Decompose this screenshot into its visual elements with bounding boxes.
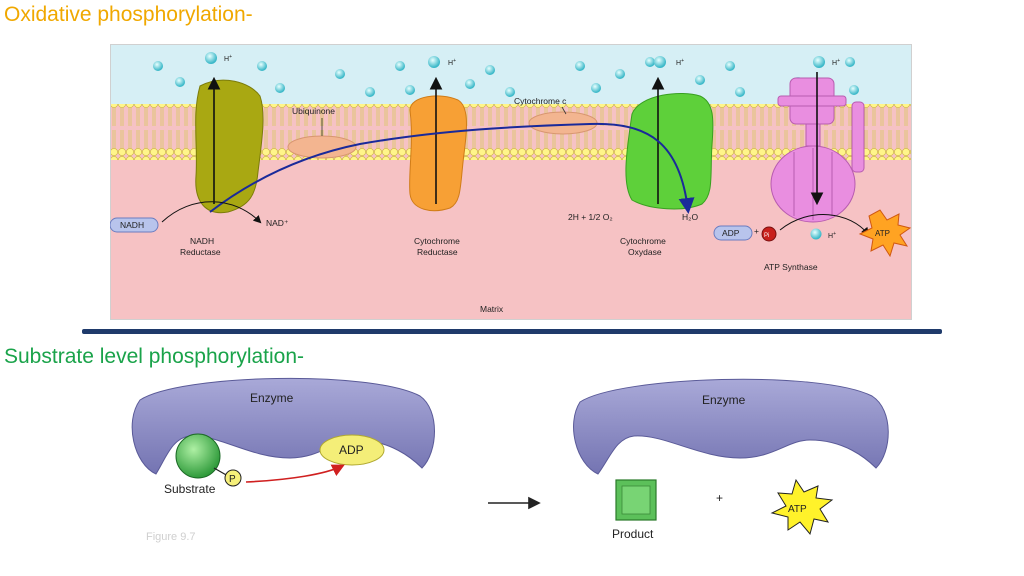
substrate-molecule (175, 433, 221, 479)
nadh-reductase-complex (195, 79, 264, 214)
oxidative-phosphorylation-diagram: H+ Ubiquinone H+ Cytochrome c H+ H+ NADH… (110, 44, 912, 320)
phosphate-symbol: Pi (764, 233, 769, 239)
water-reaction-label: 2H + 1/2 O₂ (568, 212, 613, 222)
cytochrome-oxydase-label-line1: Cytochrome (620, 236, 666, 246)
substrate-label: Substrate (164, 482, 216, 496)
phosphate-ion (761, 226, 777, 242)
proton-ions (153, 57, 859, 97)
adp-molecule-substrate (319, 434, 385, 466)
enzyme-right (573, 378, 889, 475)
substrate-level-diagram: Enzyme P Substrate ADP Figure 9.7 Enzyme… (131, 377, 889, 543)
substrate-level-phosphorylation-heading: Substrate level phosphorylation- (4, 345, 305, 368)
oxidative-phosphorylation-heading: Oxidative phosphorylation- (4, 3, 253, 26)
figure-caption: Figure 9.7 (146, 531, 196, 543)
plus-sign: + (716, 491, 723, 505)
atp-starburst-substrate (770, 478, 834, 536)
nadh-molecule (110, 217, 159, 233)
adp-label-oxidative: ADP (722, 228, 740, 238)
electron-transport-path (209, 122, 695, 214)
matrix-label: Matrix (480, 304, 504, 314)
adp-label-substrate: ADP (339, 443, 364, 457)
adp-plus-sign: + (754, 226, 759, 236)
nadh-reductase-label-line2: Reductase (180, 247, 221, 257)
proton-label-5: H+ (828, 231, 836, 240)
enzyme-left-label: Enzyme (250, 391, 294, 405)
section-divider (82, 329, 942, 334)
ubiquinone-label: Ubiquinone (292, 106, 335, 116)
water-label: H₂O (682, 212, 698, 222)
nad-plus-label: NAD⁺ (266, 218, 289, 228)
cytochrome-reductase-complex (409, 95, 467, 212)
cytochrome-reductase-label-line2: Reductase (417, 247, 458, 257)
atp-synthase-complex (770, 77, 865, 223)
phosphate-group (224, 469, 242, 487)
atp-synthase-label: ATP Synthase (764, 262, 818, 272)
product-label: Product (612, 527, 654, 541)
cytochrome-reductase-label-line1: Cytochrome (414, 236, 460, 246)
phosphate-label: P (229, 474, 236, 485)
adp-molecule (713, 225, 753, 241)
cytochrome-c-carrier (528, 111, 598, 135)
proton-label-1: H+ (224, 54, 232, 63)
proton-label-2: H+ (448, 58, 456, 67)
enzyme-right-label: Enzyme (702, 393, 746, 407)
cytochrome-c-label: Cytochrome c (514, 96, 567, 106)
nadh-label: NADH (120, 220, 144, 230)
atp-label-oxidative: ATP (875, 229, 890, 238)
proton-label-3: H+ (676, 58, 684, 67)
cytochrome-oxydase-complex (625, 92, 714, 210)
cytochrome-oxydase-label-line2: Oxydase (628, 247, 662, 257)
atp-starburst-oxidative (858, 209, 912, 258)
atp-label-substrate: ATP (788, 504, 807, 515)
proton-label-4: H+ (832, 58, 840, 67)
nadh-reductase-label-line1: NADH (190, 236, 214, 246)
